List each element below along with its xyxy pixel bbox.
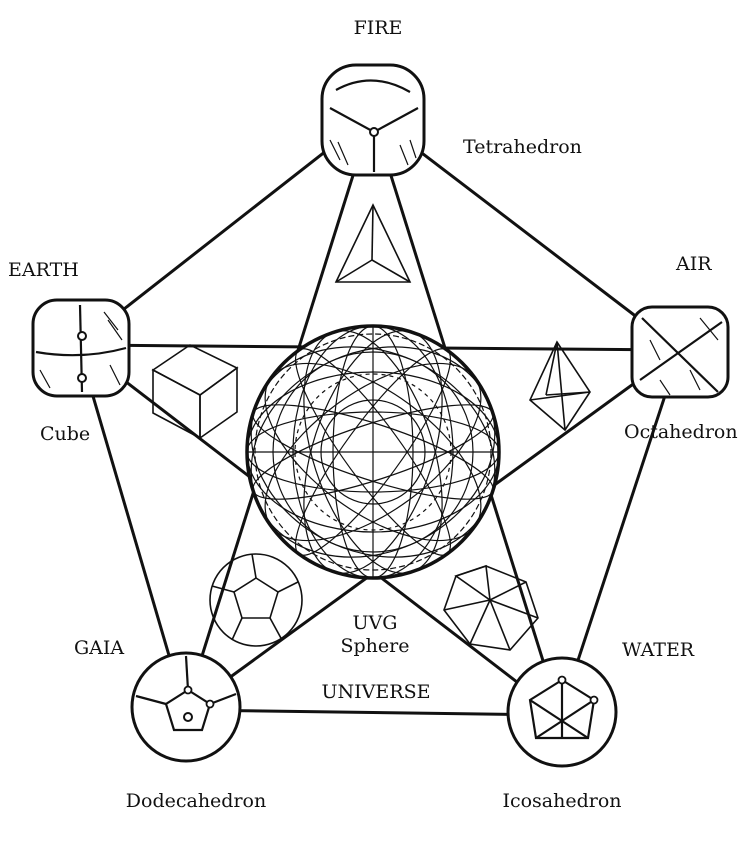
uvg-sphere bbox=[245, 324, 501, 580]
label-earth: EARTH bbox=[8, 259, 79, 281]
fire-tetrahedron-node bbox=[320, 63, 426, 177]
label-dodecahedron: Dodecahedron bbox=[126, 790, 266, 812]
earth-cube-node bbox=[31, 298, 131, 398]
label-sphere: Sphere bbox=[341, 635, 410, 657]
label-tetrahedron: Tetrahedron bbox=[463, 136, 582, 158]
label-icosahedron: Icosahedron bbox=[502, 790, 621, 812]
tetrahedron-wireframe-icon bbox=[334, 203, 412, 283]
label-universe: UNIVERSE bbox=[322, 681, 431, 703]
label-octahedron: Octahedron bbox=[624, 421, 738, 443]
label-fire: FIRE bbox=[354, 17, 403, 39]
water-icosahedron-node bbox=[506, 656, 618, 768]
label-air: AIR bbox=[675, 253, 712, 275]
octahedron-wireframe-icon bbox=[529, 340, 591, 432]
outer-pentagon bbox=[76, 113, 682, 717]
gaia-dodecahedron-node bbox=[130, 651, 242, 763]
dodecahedron-wireframe-icon bbox=[209, 553, 303, 647]
label-uvg: UVG bbox=[353, 612, 398, 634]
label-gaia: GAIA bbox=[74, 637, 124, 659]
label-cube: Cube bbox=[40, 423, 90, 445]
cube-wireframe-icon bbox=[151, 344, 239, 440]
air-octahedron-node bbox=[630, 305, 730, 399]
icosahedron-wireframe-icon bbox=[443, 564, 539, 651]
label-water: WATER bbox=[622, 639, 695, 661]
